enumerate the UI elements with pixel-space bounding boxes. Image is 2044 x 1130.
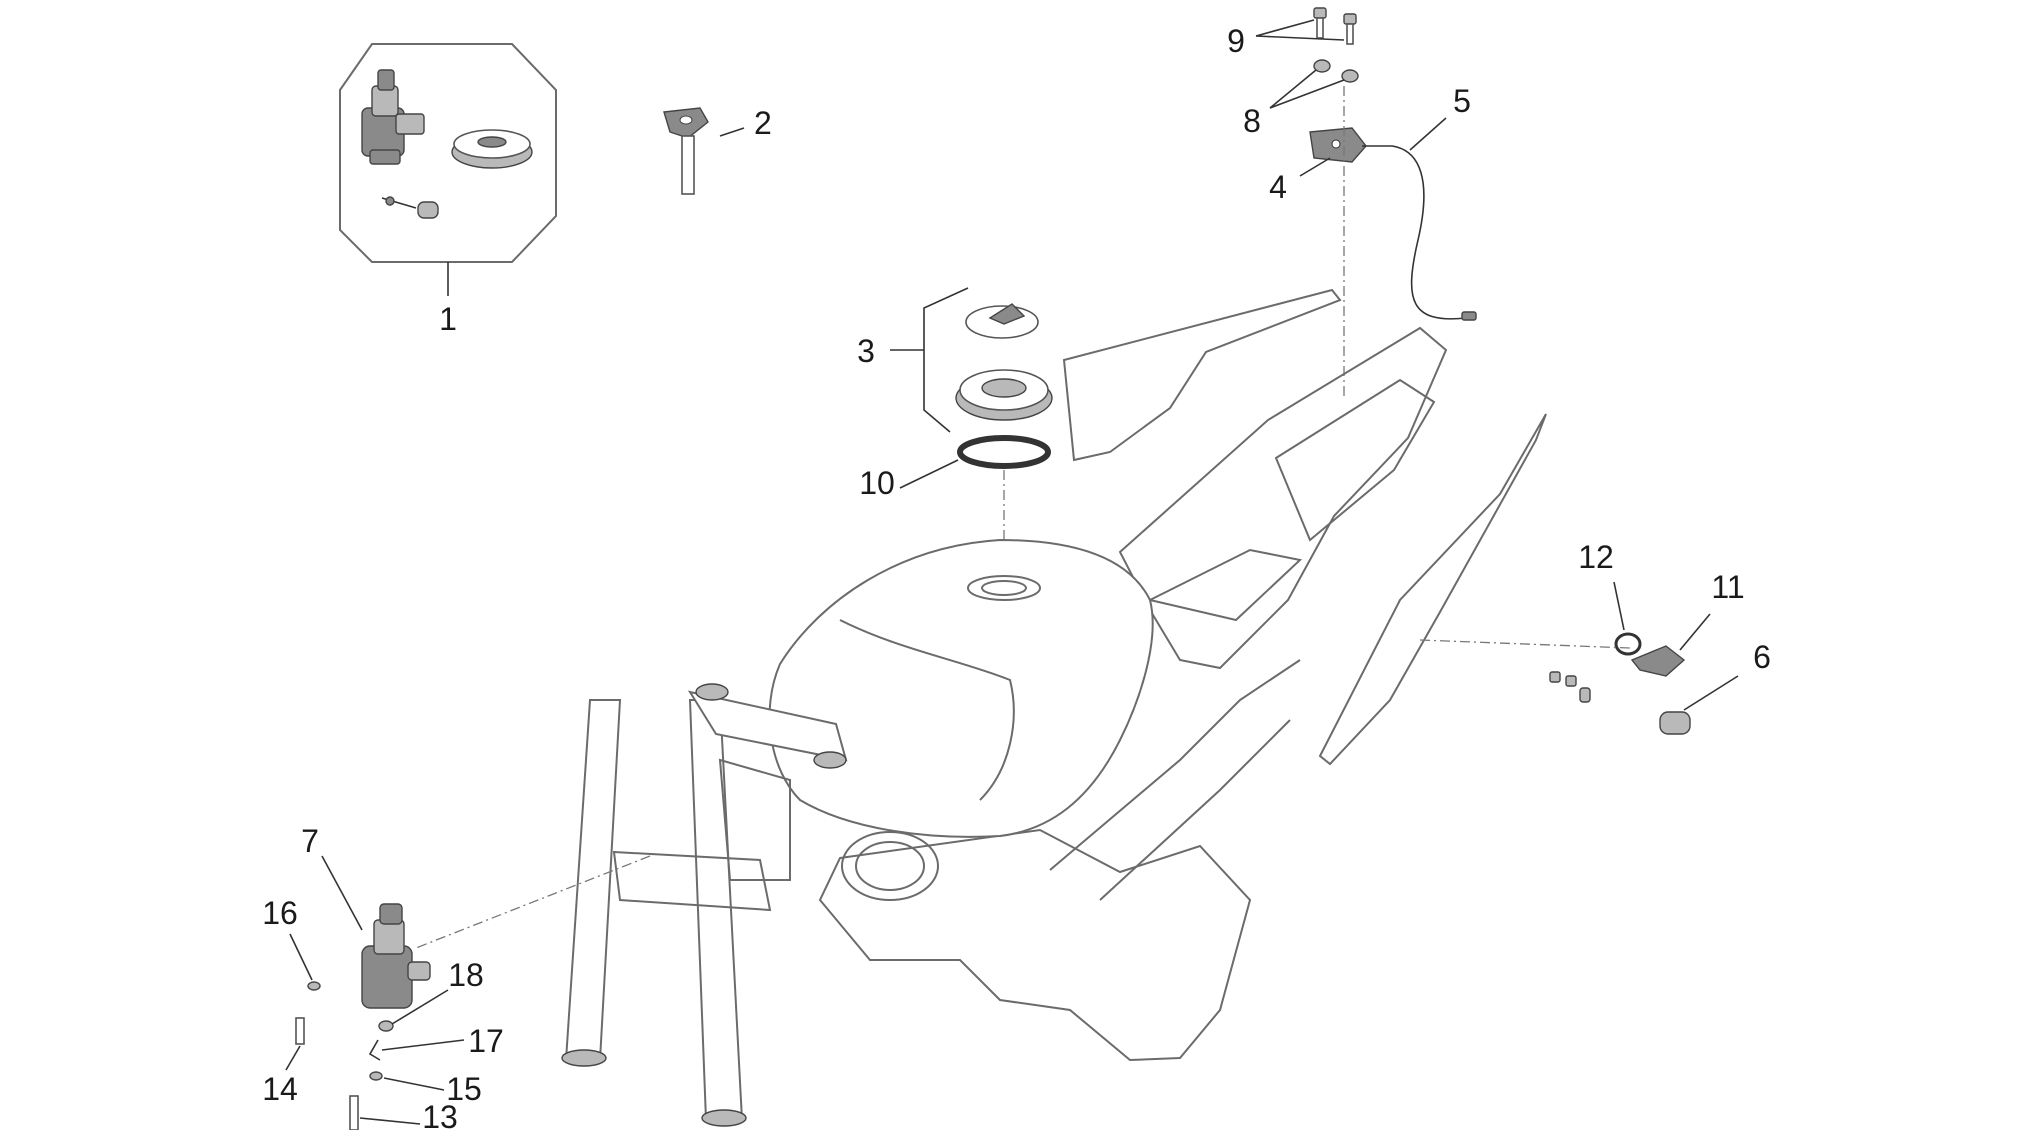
nut-18 [378,1020,394,1032]
washer-15 [369,1071,383,1081]
rear-fairing-right [1318,413,1547,766]
rear-fairing-left [1062,288,1342,462]
callout-6: 6 [1753,639,1771,675]
lock-lever [1630,645,1686,677]
clip-17 [368,1039,381,1061]
kit-ignition-switch [361,69,425,165]
kit-lock-cylinder [381,196,439,219]
lower-triple-clamp [612,850,772,912]
callout-11: 11 [1711,569,1744,605]
key-blade [681,135,695,195]
callout-10: 10 [859,465,895,501]
callout-14: 14 [262,1071,298,1107]
tank-filler-opening [967,575,1041,601]
callout-4: 4 [1269,169,1287,205]
fuel-cap-top [965,303,1039,339]
callout-7: 7 [301,823,319,859]
rear-lock-assembly: 12 11 6 [1419,539,1771,735]
callout-1: 1 [439,301,457,337]
ignition-switch-body [361,945,413,1009]
callout-17: 17 [468,1023,504,1059]
frame-cutout [841,831,939,901]
ignition-key: 2 [663,105,772,195]
main-frame-spar [818,828,1252,1062]
fuel-tank [768,538,1154,838]
callout-18: 18 [448,957,484,993]
fuel-cap-base [955,369,1053,421]
bolt-13 [349,1095,359,1130]
callout-5: 5 [1453,83,1471,119]
callout-3: 3 [857,333,875,369]
screw-pair [1313,7,1357,45]
fuel-cap-gasket: 10 [859,435,1051,588]
fork-tube-right [564,699,622,1061]
kit-fuel-cap [451,129,533,169]
callout-2: 2 [754,105,772,141]
fuel-cap-assembly: 3 [857,287,1053,433]
ignition-switch-assembly: 7 16 14 18 17 15 13 [262,823,651,1130]
callout-9: 9 [1227,23,1245,59]
seat-lock-assembly: 9 8 4 5 [1227,7,1477,400]
rear-subframe [1118,326,1448,670]
callout-13: 13 [422,1099,458,1130]
clip-ring [1614,632,1642,656]
nut-pair [1313,59,1359,83]
screw-14 [295,1017,305,1045]
seat-cable [1362,145,1467,320]
callout-15: 15 [446,1071,482,1107]
motorcycle-frame [768,288,1547,1062]
washer-16 [307,981,321,991]
callout-16: 16 [262,895,298,931]
lock-barrel [1659,711,1691,735]
callout-8: 8 [1243,103,1261,139]
fork-tube-left [688,699,744,1121]
front-fork [561,683,848,1127]
kit-outline [339,43,557,263]
small-fasteners [1549,671,1591,703]
lock-set-kit: 1 [339,43,557,337]
callout-12: 12 [1578,539,1614,575]
